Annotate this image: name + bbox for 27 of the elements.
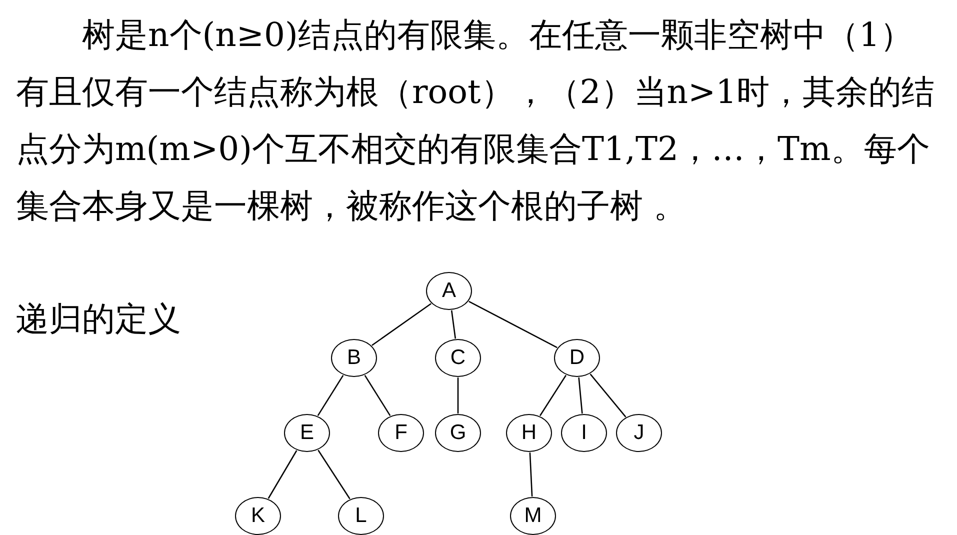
tree-node: D	[554, 339, 600, 377]
tree-edge	[318, 450, 350, 500]
tree-node: E	[284, 414, 330, 452]
tree-edge	[450, 310, 456, 339]
tree-edge	[457, 378, 459, 414]
tree-node: I	[561, 414, 607, 452]
tree-node: A	[426, 272, 472, 310]
tree-node: J	[616, 414, 662, 452]
tree-edge	[590, 374, 626, 418]
tree-node: C	[435, 339, 481, 377]
tree-edge	[317, 374, 344, 416]
tree-edge	[468, 300, 558, 348]
tree-edge	[539, 374, 567, 416]
tree-edge	[529, 452, 533, 497]
definition-paragraph: 树是n个(n≥0)结点的有限集。在任意一颗非空树中（1）有且仅有一个结点称为根（root），（2）当n>1时，其余的结点分为m(m>0)个互不相交的有限集合T1,T2，…，Tm。每个集合本身又是一棵树，被称作这个根的子树 。	[16, 14, 936, 227]
tree-node: B	[331, 339, 377, 377]
section-heading: 递归的定义	[16, 298, 181, 340]
tree-edge	[578, 377, 583, 414]
tree-edge	[364, 374, 391, 416]
tree-node: L	[338, 497, 384, 535]
tree-node: H	[506, 414, 552, 452]
tree-edge	[268, 450, 298, 499]
tree-node: F	[378, 414, 424, 452]
tree-node: M	[510, 497, 556, 535]
tree-edge	[372, 303, 432, 346]
tree-node: K	[235, 497, 281, 535]
tree-node: G	[435, 414, 481, 452]
